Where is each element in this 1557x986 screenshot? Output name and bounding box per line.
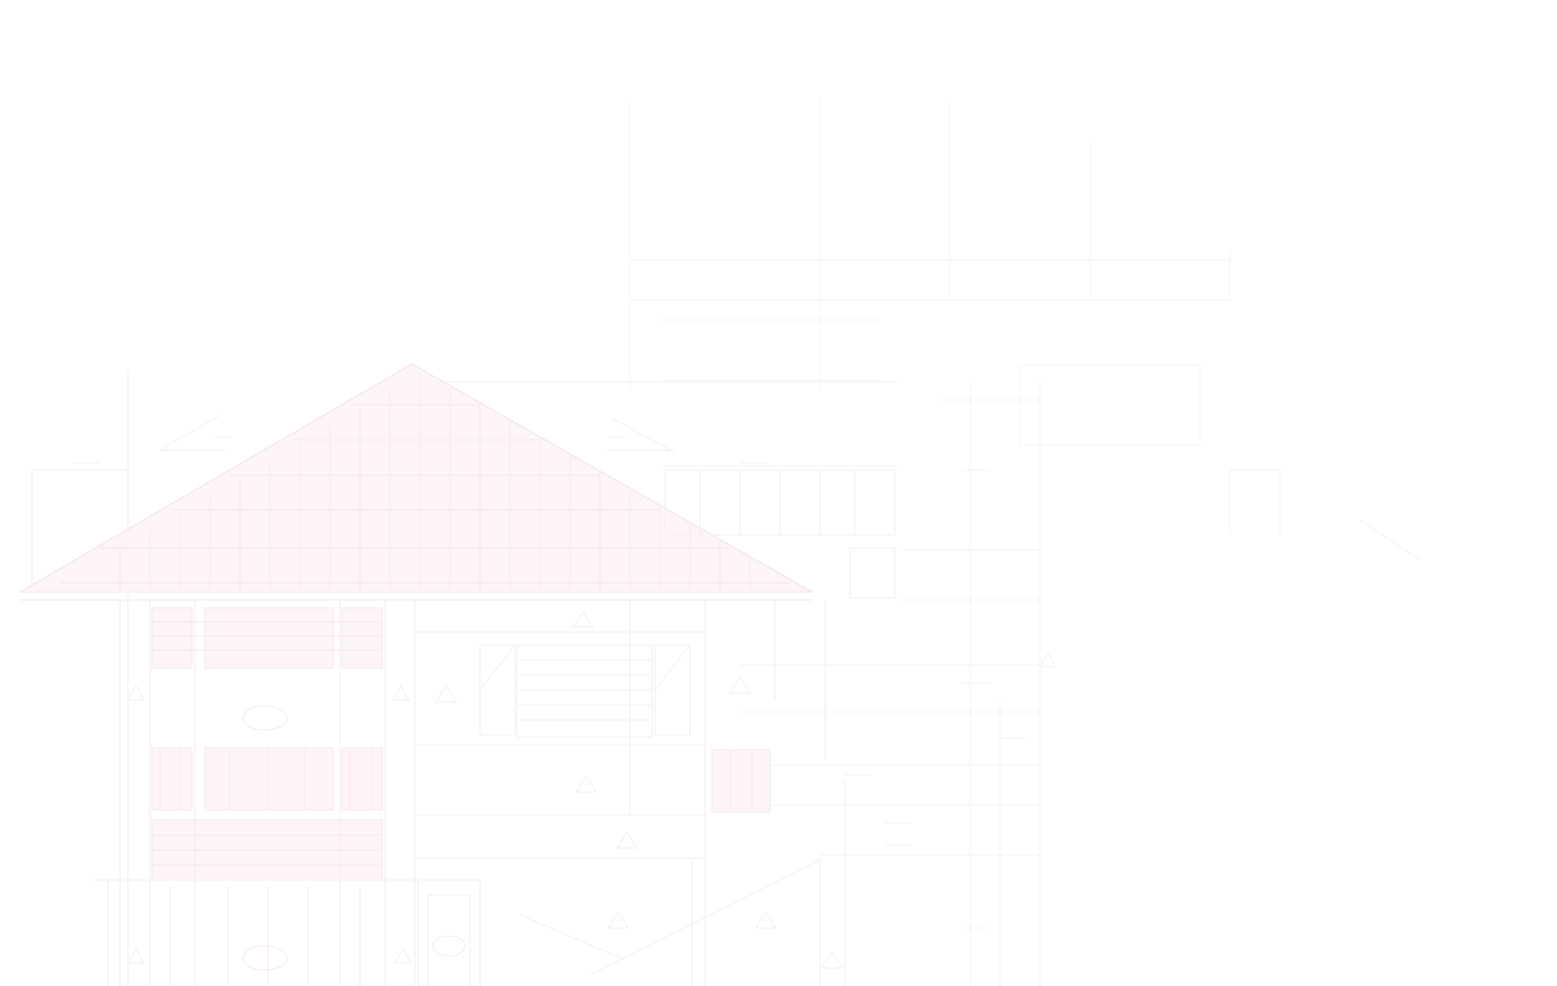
central-section — [415, 600, 846, 986]
level-lines-left — [31, 370, 900, 986]
background-construction-lines — [629, 100, 1421, 986]
gable-siding — [119, 372, 751, 590]
left-wing-facade — [92, 599, 416, 986]
gable-roof — [18, 363, 814, 601]
level-annotation-marks — [74, 436, 1057, 929]
upper-right-windows — [664, 469, 896, 599]
